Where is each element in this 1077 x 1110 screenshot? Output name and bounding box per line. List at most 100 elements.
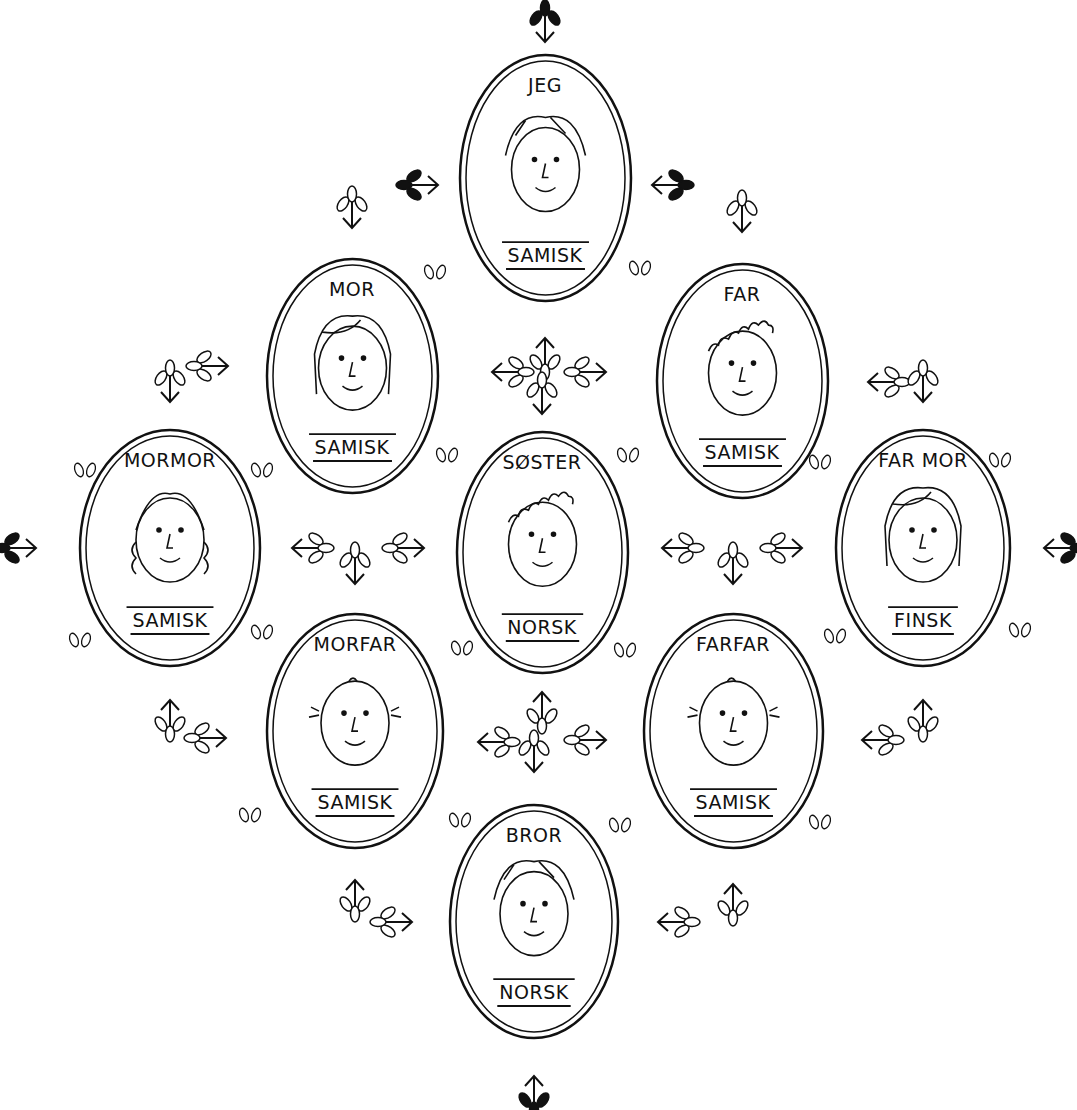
rule-line [312, 788, 399, 790]
leaf-pair [73, 462, 97, 478]
leaf-sprig [517, 1076, 552, 1110]
person-name: FAR [724, 284, 761, 306]
leaf-pair [250, 462, 274, 478]
portrait-frame: MOR SAMISK [265, 257, 440, 495]
face-drawing [885, 488, 961, 582]
face-drawing [132, 493, 208, 582]
face-drawing [494, 860, 574, 955]
person-name: FAR MOR [878, 450, 967, 472]
leaf-pair [613, 642, 637, 658]
leaf-sprig [760, 531, 802, 566]
leaf-sprig [0, 531, 36, 566]
leaf-pair [250, 624, 274, 640]
leaf-sprig [1044, 531, 1077, 566]
leaf-sprig [528, 0, 563, 42]
underline [892, 633, 954, 635]
leaf-pair [448, 812, 472, 828]
leaf-pair [238, 807, 262, 823]
leaf-sprig [292, 531, 334, 566]
leaf-pair [823, 628, 847, 644]
leaf-sprig [370, 905, 412, 940]
leaf-sprig [335, 186, 370, 228]
person-name: JEG [528, 75, 562, 97]
rule-line [502, 241, 589, 243]
portrait-frame: FAR SAMISK [655, 262, 830, 500]
leaf-pair [68, 632, 92, 648]
leaf-sprig [338, 542, 373, 584]
leaf-pair [435, 447, 459, 463]
leaf-sprig [716, 884, 751, 926]
leaf-sprig [184, 721, 226, 756]
leaf-pair [616, 447, 640, 463]
underline [131, 633, 210, 635]
leaf-pair [450, 640, 474, 656]
portrait-frame: FAR MOR FINSK [834, 428, 1012, 668]
portrait-frame: MORMOR SAMISK [78, 428, 262, 668]
face-drawing [505, 117, 585, 212]
leaf-sprig [186, 349, 228, 384]
leaf-sprig [906, 700, 941, 742]
leaf-sprig [564, 723, 606, 758]
underline [497, 1005, 570, 1007]
underline [506, 268, 585, 270]
leaf-sprig [153, 360, 188, 402]
language-label: NORSK [499, 982, 568, 1004]
language-label: NORSK [507, 617, 576, 639]
leaf-sprig [716, 542, 751, 584]
leaf-sprig [517, 730, 552, 772]
portrait-frame: BRORNORSK [448, 803, 620, 1040]
language-label: SAMISK [315, 437, 390, 459]
rule-line [127, 606, 214, 608]
language-label: SAMISK [318, 792, 393, 814]
person-name: MORFAR [314, 634, 397, 656]
leaf-sprig [525, 372, 560, 414]
person-name: MORMOR [124, 450, 216, 472]
leaf-sprig [478, 725, 520, 760]
language-label: SAMISK [508, 245, 583, 267]
face-drawing [309, 678, 401, 765]
leaf-sprig [382, 531, 424, 566]
leaf-pair [423, 264, 447, 280]
language-label: SAMISK [133, 610, 208, 632]
leaf-pair [608, 817, 632, 833]
language-label: FINSK [894, 610, 952, 632]
portrait-frame: FARFAR SAMISK [642, 612, 825, 850]
leaf-pair [808, 814, 832, 830]
leaf-pair [628, 260, 652, 276]
face-drawing [708, 321, 776, 415]
rule-line [699, 438, 786, 440]
leaf-sprig [338, 880, 373, 922]
leaf-sprig [725, 190, 760, 232]
portrait-frame: MORFAR SAMISK [265, 612, 445, 850]
leaf-sprig [564, 355, 606, 390]
leaf-sprig [652, 168, 694, 203]
rule-line [501, 613, 582, 615]
face-drawing [314, 316, 390, 410]
rule-line [888, 606, 958, 608]
rule-line [309, 433, 396, 435]
portrait-frame: JEG SAMISK [458, 53, 633, 303]
leaf-pair [1008, 622, 1032, 638]
underline [505, 640, 578, 642]
face-drawing [508, 492, 576, 586]
face-drawing [687, 678, 779, 765]
leaf-sprig [492, 355, 534, 390]
leaf-sprig [862, 723, 904, 758]
language-label: SAMISK [705, 442, 780, 464]
rule-line [493, 978, 574, 980]
portrait-frame: SØSTERNORSK [455, 430, 630, 675]
underline [316, 815, 395, 817]
person-name: FARFAR [696, 634, 770, 656]
person-name: MOR [329, 279, 375, 301]
leaf-sprig [662, 531, 704, 566]
rule-line [690, 788, 777, 790]
leaf-sprig [868, 365, 910, 400]
leaf-sprig [906, 360, 941, 402]
leaf-sprig [153, 700, 188, 742]
leaf-sprig [525, 692, 560, 734]
underline [694, 815, 773, 817]
underline [313, 460, 392, 462]
leaf-sprig [658, 905, 700, 940]
language-label: SAMISK [696, 792, 771, 814]
